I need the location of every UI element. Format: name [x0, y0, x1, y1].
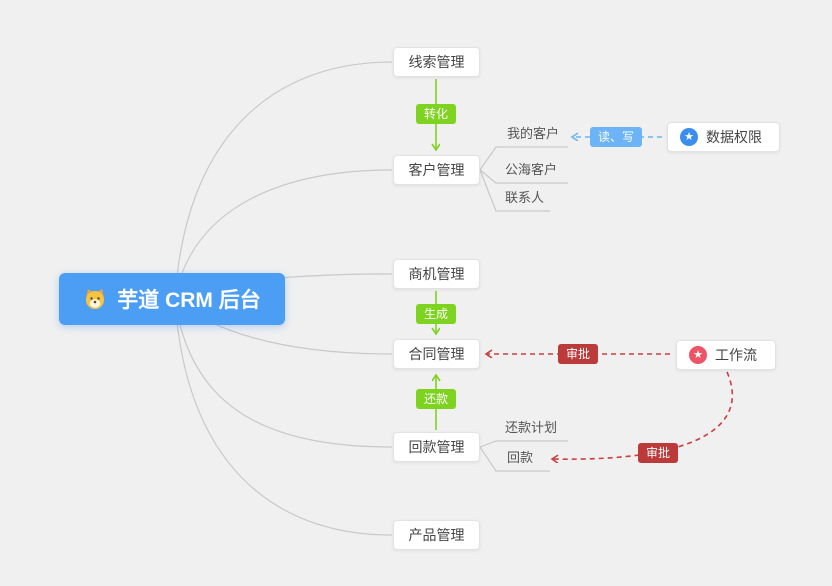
edge-root-to-lead [174, 61, 393, 300]
edge-label-approve-contract: 审批 [557, 344, 599, 364]
star-icon: ★ [689, 346, 707, 364]
node-workflow[interactable]: ★ 工作流 [676, 340, 776, 370]
edge-workflow-approve-payment [552, 371, 734, 459]
leaf-public-customers[interactable]: 公海客户 [505, 162, 558, 177]
edge-root-to-customer [174, 169, 393, 300]
leaf-contacts[interactable]: 联系人 [505, 190, 545, 205]
edge-label-approve-receivable: 审批 [637, 443, 679, 463]
leaf-payment[interactable]: 回款 [507, 450, 534, 465]
edge-root-to-product [174, 298, 393, 536]
edge-receivable-to-repayment-plan [479, 440, 568, 448]
node-lead-management[interactable]: 线索管理 [393, 47, 480, 77]
node-opportunity-management[interactable]: 商机管理 [393, 259, 480, 289]
edge-customer-to-contacts [479, 169, 550, 212]
edge-label-read-write: 读、写 [589, 127, 643, 147]
data-permission-label: 数据权限 [706, 129, 762, 145]
edge-label-generate: 生成 [415, 304, 457, 324]
edge-label-convert: 转化 [415, 104, 457, 124]
dog-icon [83, 287, 107, 311]
edge-root-to-receivable [174, 298, 393, 448]
root-node[interactable]: 芋道 CRM 后台 [59, 273, 285, 325]
star-icon: ★ [680, 128, 698, 146]
leaf-repayment-plan[interactable]: 还款计划 [505, 420, 558, 435]
node-receivable-management[interactable]: 回款管理 [393, 432, 480, 462]
edge-customer-to-my-customers [479, 146, 568, 171]
edge-label-repay: 还款 [415, 389, 457, 409]
node-data-permission[interactable]: ★ 数据权限 [667, 122, 780, 152]
workflow-label: 工作流 [715, 347, 757, 363]
node-contract-management[interactable]: 合同管理 [393, 339, 480, 369]
node-customer-management[interactable]: 客户管理 [393, 155, 480, 185]
root-title: 芋道 CRM 后台 [117, 289, 261, 312]
leaf-my-customers[interactable]: 我的客户 [507, 126, 560, 141]
edge-customer-to-public-customers [479, 169, 568, 184]
node-product-management[interactable]: 产品管理 [393, 520, 480, 550]
edge-receivable-to-payment [479, 446, 550, 472]
